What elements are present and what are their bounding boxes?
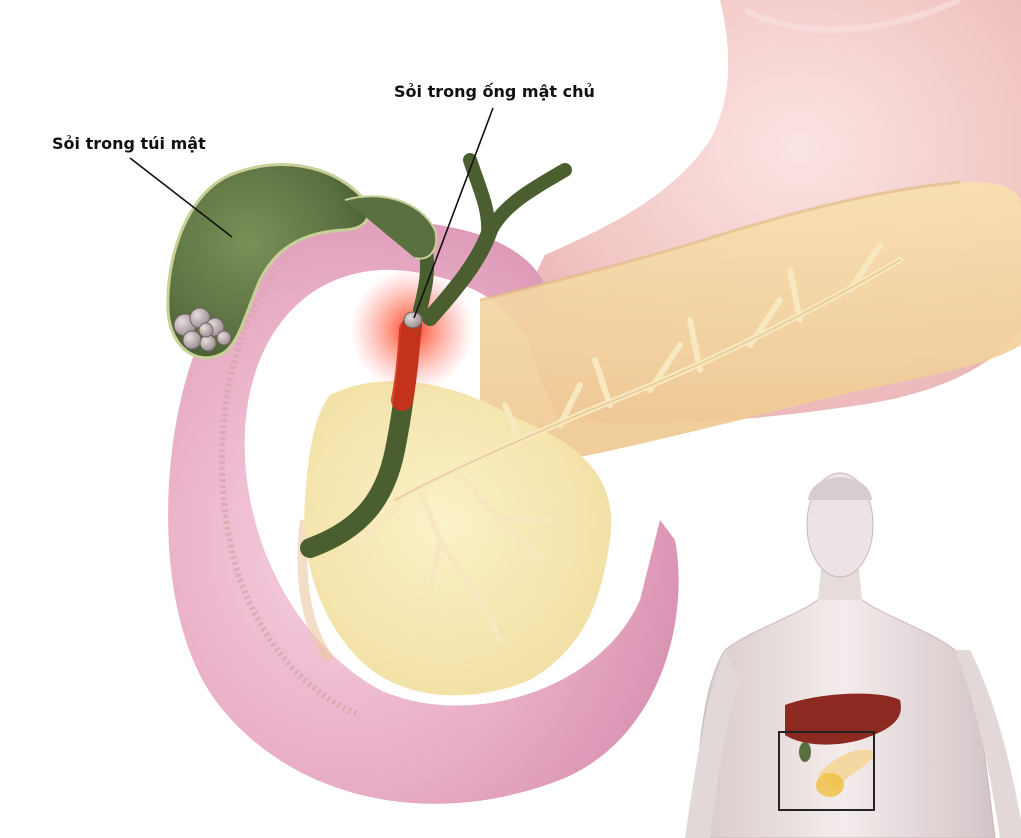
duodenum [168, 220, 679, 804]
common-bile-duct-stone [403, 311, 423, 329]
gallbladder-stones-label: Sỏi trong túi mật [52, 134, 206, 153]
cbd-pointer-line [413, 107, 494, 319]
gallbladder [166, 163, 438, 360]
inset-figure [685, 472, 1021, 838]
gallbladder-stones [173, 307, 232, 352]
pancreas [304, 180, 1021, 696]
bile-duct-system [300, 153, 572, 558]
common-bile-duct-stone-label: Sỏi trong ống mật chủ [394, 82, 595, 101]
gallbladder-pointer-line [129, 157, 233, 238]
